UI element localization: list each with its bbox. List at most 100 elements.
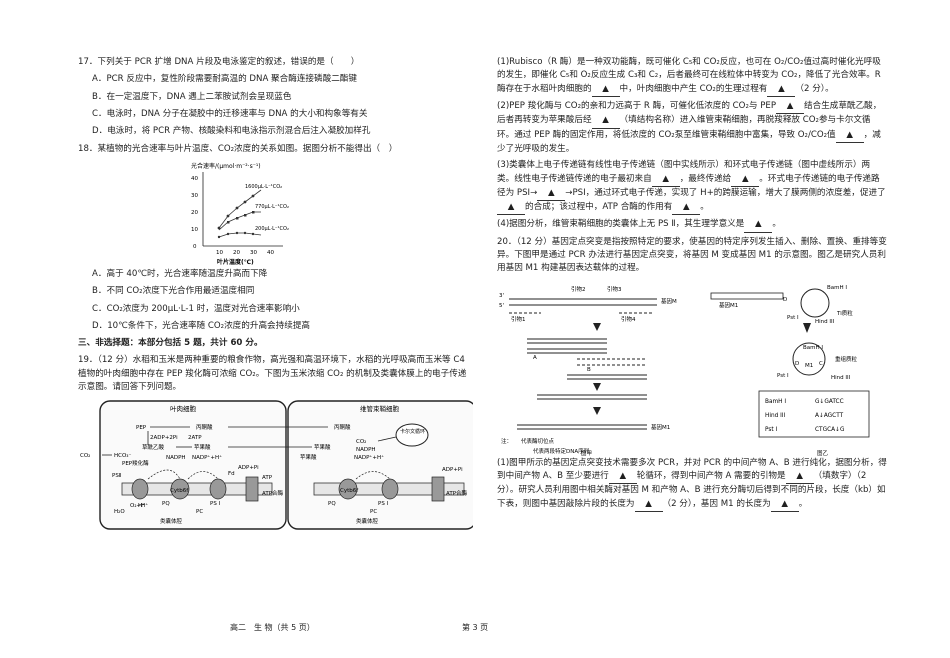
enzyme-table-box <box>758 390 870 438</box>
calvin-cycle <box>395 423 429 447</box>
q20-part-1: (1)图甲所示的基因定点突变技术需要多次 PCR，并对 PCR 的中间产物 A、… <box>497 457 887 512</box>
answer-blank[interactable]: ▲ <box>651 173 680 187</box>
atp-label-membrane: ATP <box>262 475 273 481</box>
bundle-sheath-title: 维管束鞘细胞 <box>360 404 400 413</box>
photosynthesis-graph: 光合速率/(μmol·m⁻²·s⁻¹) 0 10 20 30 40 10 20 … <box>78 160 473 268</box>
bamhi-label: BamH I <box>827 285 847 291</box>
question-18-stem: 18．某植物的光合速率与叶片温度、CO₂浓度的关系如图。据图分析不能得出（ ） <box>78 143 398 154</box>
right-column: (1)Rubisco（R 酶）是一种双功能酶，既可催化 C₅和 CO₂反应，也可… <box>497 56 887 515</box>
q17-option-d: D．电泳时，将 PCR 产物、核酸染料和电泳指示剂混合后注入凝胶加样孔 <box>92 126 371 137</box>
q18-option-d: D．10℃条件下，光合速率随 CO₂浓度的升高会持续提高 <box>92 320 311 331</box>
psti-label: Pst I <box>787 315 799 321</box>
y-tick: 10 <box>191 227 198 233</box>
footer-right: 第 3 页 <box>462 623 489 632</box>
answer-blank[interactable]: ▲ <box>776 100 805 115</box>
psii-label: PSⅡ <box>112 473 122 479</box>
answer-blank[interactable]: ▲ <box>608 470 637 485</box>
q19-part-4: (4)据图分析，维管束鞘细胞的类囊体上无 PS Ⅱ，其生理学意义是▲。 <box>497 218 887 233</box>
section-3-heading: 三、非选择题：本部分包括 5 题，共计 60 分。 <box>78 338 263 349</box>
left-column: 17．下列关于 PCR 扩增 DNA 片段及电泳鉴定的叙述，错误的是（ ） A．… <box>78 56 473 533</box>
figure-19-svg: 叶肉细胞 维管束鞘细胞 PEP 丙酮酸 2ADP+2Pi 2ATP 草酰乙酸 苹… <box>80 400 473 531</box>
q18-option-c: C．CO₂浓度为 200μL·L-1 时，温度对光合速率影响小 <box>92 303 300 314</box>
q17-option-a: A．PCR 反应中，复性阶段需要耐高温的 DNA 聚合酶连接磷酸二酯键 <box>92 74 357 85</box>
answer-blank[interactable]: ▲ <box>767 83 796 97</box>
primer-4-label: 引物4 <box>621 315 636 323</box>
three-prime-label: 3' <box>499 293 504 299</box>
graph-svg: 光合速率/(μmol·m⁻²·s⁻¹) 0 10 20 30 40 10 20 … <box>191 162 289 266</box>
psti-label-2: Pst I <box>777 373 789 379</box>
figure-20: 3' 5' 引物1 引物2 引物3 引物4 基因M A B 基因M1 注： 代表… <box>497 279 887 457</box>
psi-label-bs: PS Ⅰ <box>378 501 389 507</box>
x-tick: 30 <box>250 250 257 256</box>
water-label: H₂O <box>114 509 125 515</box>
nadph-label: NADPH <box>166 455 186 461</box>
adppi-label-bs: ADP+Pi <box>442 467 463 473</box>
legend-cut-site: 代表酶切位点 <box>521 437 555 445</box>
q18-option-b: B．不同 CO₂浓度下光合作用最适温度相同 <box>92 286 255 297</box>
mesophyll-cell <box>99 400 287 531</box>
q19-part-3: (3)类囊体上电子传递链有线性电子传递链（图中实线所示）和环式电子传递链（图中虚… <box>497 159 887 216</box>
recombinant-plasmid-circle <box>792 342 826 376</box>
answer-blank[interactable]: ▲ <box>744 218 773 233</box>
pq-label: PQ <box>162 501 170 507</box>
x-tick: 40 <box>267 250 274 256</box>
adp-label: 2ADP+2Pi <box>150 435 178 441</box>
ti-plasmid-label: Ti质粒 <box>836 309 853 317</box>
product-b-label: B <box>587 367 591 373</box>
answer-blank[interactable]: ▲ <box>591 83 620 97</box>
q17-option-c: C．电泳时，DNA 分子在凝胶中的迁移速率与 DNA 的大小和构象等有关 <box>92 108 368 119</box>
lumen-label-right: 类囊体腔 <box>356 517 379 525</box>
adppi-label: ADP+Pi <box>238 465 259 471</box>
pc-label: PC <box>196 509 203 515</box>
ti-plasmid-circle <box>800 288 830 318</box>
cytb6f-label-bs: Cytb6f <box>340 488 359 494</box>
hindiii-label: Hind III <box>815 319 835 325</box>
hindiii-label-2: Hind III <box>831 375 851 381</box>
co2-label: CO₂ <box>80 453 90 459</box>
answer-blank[interactable]: ▲ <box>731 173 760 187</box>
table-bamhi: BamH I <box>765 399 786 405</box>
calvin-label: 卡尔文循环 <box>400 428 425 435</box>
figure-b-caption: 图乙 <box>817 449 829 457</box>
answer-blank[interactable]: ▲ <box>835 129 864 143</box>
m1-label: M1 <box>805 363 813 369</box>
cytb6f-label: Cytb6f <box>170 488 189 494</box>
y-tick: 0 <box>193 244 197 250</box>
y-tick: 30 <box>191 193 198 199</box>
series-label-770: 770μL·L⁻¹CO₂ <box>255 204 289 210</box>
series-label-1600: 1600μL·L⁻¹CO₂ <box>245 184 282 190</box>
table-psti-site: CTGCA↓G <box>815 426 845 433</box>
pep-carboxylase-label: PEP羧化酶 <box>122 459 149 467</box>
oaa-label: 草酰乙酸 <box>142 443 165 451</box>
answer-blank[interactable]: ▲ <box>785 470 814 485</box>
answer-blank[interactable]: ▲ <box>591 114 620 129</box>
five-prime-label: 5' <box>499 303 504 309</box>
table-psti: Pst I <box>765 427 778 433</box>
gene-m-label: 基因M <box>661 297 677 305</box>
co2-label-bs: CO₂ <box>356 439 366 445</box>
figure-a-caption: 图甲 <box>581 449 592 457</box>
recombinant-plasmid-label: 重组质粒 <box>835 355 858 363</box>
mesophyll-title: 叶肉细胞 <box>170 404 197 413</box>
gene-m1-label: 基因M1 <box>651 423 670 431</box>
hco3-label: HCO₃⁻ <box>114 453 132 459</box>
legend-dna-seq: 代表两段特定DNA序列 <box>533 447 590 455</box>
h-label: H⁺ <box>138 502 145 509</box>
answer-blank[interactable]: ▲ <box>672 201 701 216</box>
primer-2-label: 引物2 <box>571 285 586 293</box>
answer-blank[interactable]: ▲ <box>770 498 799 512</box>
q19-part-1: (1)Rubisco（R 酶）是一种双功能酶，既可催化 C₅和 CO₂反应，也可… <box>497 56 887 97</box>
atp-synthase-label-bs: ATP合酶 <box>446 489 468 497</box>
graph-title: 光合速率/(μmol·m⁻²·s⁻¹) <box>191 162 261 170</box>
question-17-stem: 17．下列关于 PCR 扩增 DNA 片段及电泳鉴定的叙述，错误的是（ ） <box>78 57 360 67</box>
bamhi-label-2: BamH I <box>803 345 823 351</box>
c-label: C <box>819 361 823 367</box>
malate-label: 苹果酸 <box>194 443 211 451</box>
answer-blank[interactable]: ▲ <box>634 498 663 512</box>
answer-blank[interactable]: ▲ <box>537 187 566 202</box>
figure-19: 叶肉细胞 维管束鞘细胞 PEP 丙酮酸 2ADP+2Pi 2ATP 草酰乙酸 苹… <box>78 397 473 533</box>
figure-20-svg: 3' 5' 引物1 引物2 引物3 引物4 基因M A B 基因M1 注： 代表… <box>499 285 870 457</box>
question-20-stem: 20．（12 分）基因定点突变是指按照特定的要求，使基因的特定序列发生插入、删除… <box>497 236 887 274</box>
series-label-200: 200μL·L⁻¹CO₂ <box>255 226 289 232</box>
answer-blank[interactable]: ▲ <box>497 201 525 216</box>
